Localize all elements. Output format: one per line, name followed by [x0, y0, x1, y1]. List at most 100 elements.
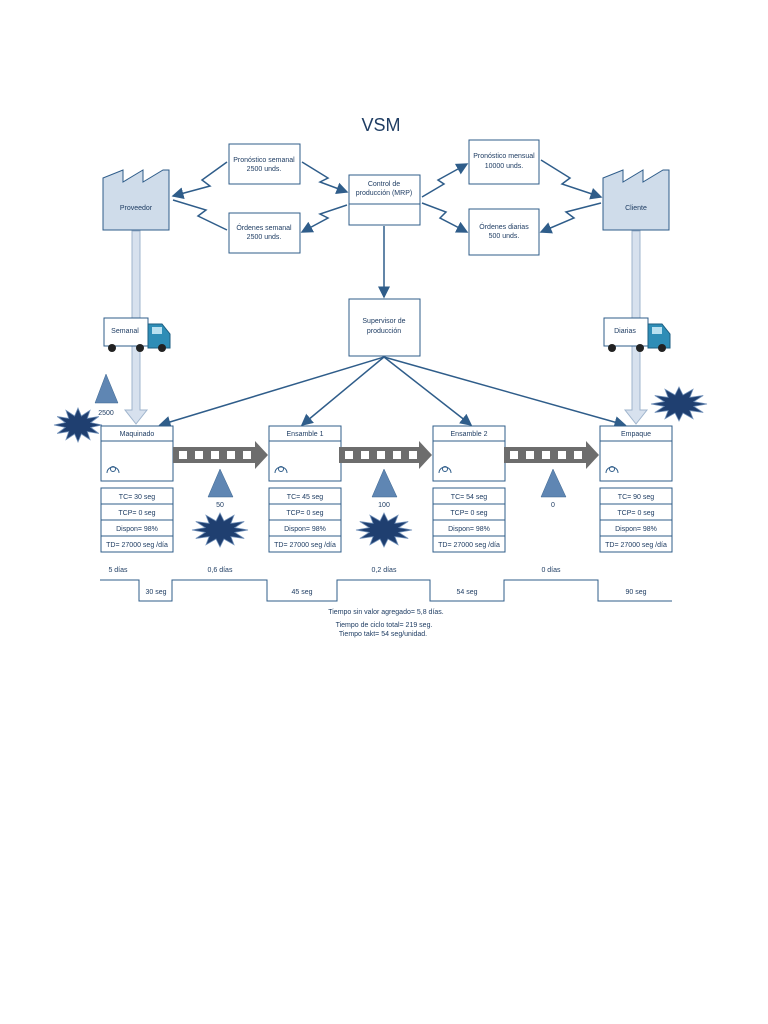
summary-cycle-time: Tiempo de ciclo total= 219 seg.: [336, 622, 433, 629]
forecast-weekly-box: Pronóstico semanal 2500 unds.: [228, 143, 301, 185]
timeline-days-4: 0 días: [541, 567, 561, 574]
electronic-info-arrows: [171, 159, 603, 234]
orders-weekly-line2: 2500 unds.: [247, 234, 282, 241]
data-tcp: TCP= 0 seg: [450, 510, 487, 517]
production-control-line2: producción (MRP): [356, 190, 412, 197]
forecast-monthly-box: Pronóstico mensual 10000 unds.: [468, 139, 540, 185]
kaizen-burst-icon: [191, 512, 249, 548]
inventory-triangle-icon: [207, 468, 234, 498]
supplier-truck-icon: Semanal: [103, 317, 171, 352]
timeline-secs-3: 54 seg: [456, 589, 477, 596]
process-name: Maquinado: [120, 431, 155, 438]
supplier-label: Proveedor: [120, 205, 153, 212]
kaizen-burst-icon: [650, 386, 708, 422]
process-name: Ensamble 2: [451, 431, 488, 438]
data-td: TD= 27000 seg /día: [605, 542, 667, 549]
orders-daily-line2: 500 unds.: [489, 233, 520, 240]
timeline-secs-2: 45 seg: [291, 589, 312, 596]
data-td: TD= 27000 seg /día: [274, 542, 336, 549]
operator-icon: [605, 466, 619, 474]
wip-inventory-1: 50: [207, 468, 234, 509]
orders-weekly-line1: Órdenes semanal: [236, 223, 292, 232]
production-control-line1: Control de: [368, 181, 400, 188]
inventory-value: 50: [216, 502, 224, 509]
customer-label: Cliente: [625, 205, 647, 212]
data-box-cell: [599, 535, 673, 553]
orders-daily-line1: Órdenes diarias: [479, 222, 529, 231]
timeline-secs-4: 90 seg: [625, 589, 646, 596]
push-arrows: [173, 441, 599, 469]
inventory-value: 0: [551, 502, 555, 509]
data-dispon: Dispon= 98%: [448, 526, 490, 533]
operator-icon: [438, 466, 452, 474]
operator-icon: [106, 466, 120, 474]
timeline: 5 días 0,6 días 0,2 días 0 días 30 seg 4…: [100, 567, 672, 602]
data-td: TD= 27000 seg /día: [106, 542, 168, 549]
data-box-cell: [100, 535, 174, 553]
timeline-days-3: 0,2 días: [372, 567, 397, 574]
kaizen-burst-icon: [355, 512, 413, 548]
data-tc: TC= 54 seg: [451, 494, 487, 501]
supervisor-box: Supervisor de producción: [348, 298, 421, 357]
timeline-days-1: 5 días: [108, 567, 128, 574]
supervisor-line2: producción: [367, 328, 401, 335]
data-tc: TC= 45 seg: [287, 494, 323, 501]
forecast-monthly-line2: 10000 unds.: [485, 163, 524, 170]
kaizen-bursts: [53, 386, 708, 548]
supervisor-schedule-arrows: [158, 356, 627, 428]
wip-inventory-3: 0: [540, 468, 567, 509]
customer-truck-label: Diarias: [614, 328, 636, 335]
supplier-truck-label: Semanal: [111, 328, 139, 335]
data-tcp: TCP= 0 seg: [617, 510, 654, 517]
data-tc: TC= 90 seg: [618, 494, 654, 501]
data-dispon: Dispon= 98%: [116, 526, 158, 533]
timeline-secs-1: 30 seg: [145, 589, 166, 596]
process-name: Ensamble 1: [287, 431, 324, 438]
timeline-days-2: 0,6 días: [208, 567, 233, 574]
push-arrow-2: [339, 441, 432, 469]
data-dispon: Dispon= 98%: [615, 526, 657, 533]
orders-weekly-box: Órdenes semanal 2500 unds.: [228, 212, 301, 254]
operator-icon: [274, 466, 288, 474]
push-arrow-3: [504, 441, 599, 469]
process-name: Empaque: [621, 431, 651, 438]
inventory-value: 100: [378, 502, 390, 509]
production-control-box: Control de producción (MRP): [348, 174, 421, 226]
forecast-weekly-line1: Pronóstico semanal: [233, 157, 295, 164]
kaizen-burst-icon: [53, 406, 103, 444]
push-arrow-1: [173, 441, 268, 469]
summary-takt-time: Tiempo takt= 54 seg/unidad.: [339, 631, 427, 638]
customer-factory-icon: Cliente: [602, 169, 670, 231]
data-tcp: TCP= 0 seg: [286, 510, 323, 517]
diagram-title: VSM: [361, 115, 400, 135]
data-box-cell: [432, 535, 506, 553]
data-td: TD= 27000 seg /día: [438, 542, 500, 549]
orders-daily-box: Órdenes diarias 500 unds.: [468, 208, 540, 256]
inventory-triangle-icon: [540, 468, 567, 498]
summary-nva-time: Tiempo sin valor agregado= 5,8 días.: [328, 609, 444, 616]
supplier-inventory-value: 2500: [98, 410, 114, 417]
forecast-weekly-line2: 2500 unds.: [247, 166, 282, 173]
data-box-cell: [268, 535, 342, 553]
supplier-inventory-triangle: [94, 373, 119, 404]
data-tc: TC= 30 seg: [119, 494, 155, 501]
inventory-triangle-icon: [371, 468, 398, 498]
data-tcp: TCP= 0 seg: [118, 510, 155, 517]
supervisor-line1: Supervisor de: [362, 318, 405, 325]
summary: Tiempo sin valor agregado= 5,8 días. Tie…: [328, 609, 444, 638]
wip-inventory-2: 100: [371, 468, 398, 509]
supplier-factory-icon: Proveedor: [102, 169, 170, 231]
forecast-monthly-line1: Pronóstico mensual: [473, 153, 535, 160]
data-dispon: Dispon= 98%: [284, 526, 326, 533]
customer-truck-icon: Diarias: [603, 317, 671, 352]
